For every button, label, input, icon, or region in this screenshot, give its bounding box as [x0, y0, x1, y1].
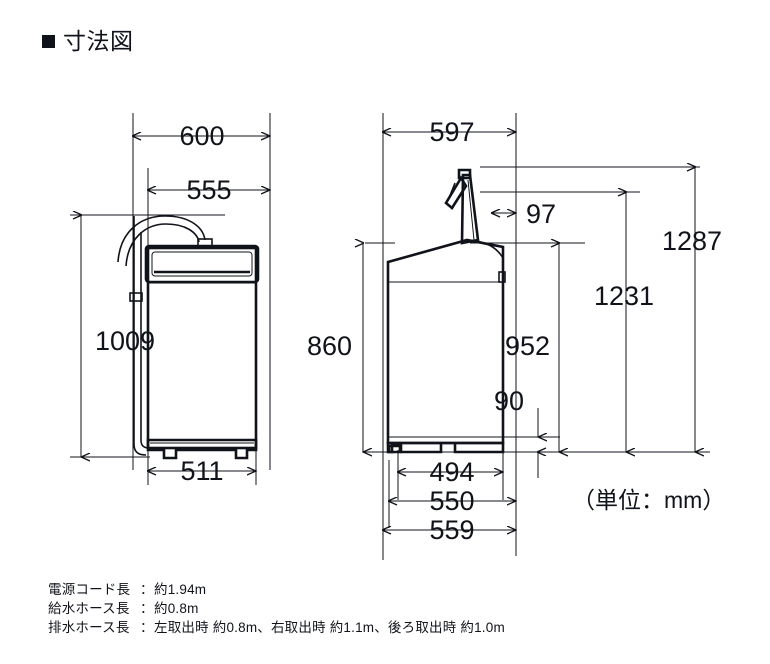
side-rear-hinge-block: [498, 271, 506, 283]
drain-hose-clip: [129, 292, 143, 302]
side-dim-label-1287: 1287: [662, 226, 722, 256]
note-label: 給水ホース長: [48, 601, 130, 616]
note-value: 約0.8m: [154, 601, 199, 616]
front-cabinet-body: [146, 246, 258, 450]
page-title-label: 寸法図: [63, 28, 134, 54]
drain-hose-outer: [133, 216, 147, 456]
front-dim-label-555: 555: [186, 175, 231, 205]
side-dim-label-97: 97: [526, 199, 556, 229]
notes-block: 電源コード長 ： 約1.94m 給水ホース長 ： 約0.8m 排水ホース長 ： …: [48, 580, 505, 637]
side-dim-label-550: 550: [429, 486, 474, 516]
front-lid: [144, 244, 260, 284]
unit-note-label: （単位：mm）: [572, 487, 725, 513]
note-row: 給水ホース長 ： 約0.8m: [48, 599, 505, 618]
note-row: 排水ホース長 ： 左取出時 約0.8m、右取出時 約1.1m、後ろ取出時 約1.…: [48, 618, 505, 637]
page-title: 寸法図: [42, 30, 134, 53]
note-separator: ：: [140, 601, 154, 616]
side-lid-handle: [457, 168, 472, 180]
water-supply-hose: [117, 215, 206, 263]
front-lid-inner: [151, 251, 253, 277]
side-base-feet: [386, 441, 505, 454]
side-dim-label-597: 597: [429, 117, 474, 147]
side-open-lid-panel: [460, 173, 480, 245]
side-dim-label-90: 90: [494, 386, 524, 416]
front-dim-label-511: 511: [180, 456, 223, 486]
side-lid-handle-detail: [448, 182, 456, 199]
front-dim-label-600: 600: [179, 121, 224, 151]
water-supply-hose-inner: [125, 223, 200, 267]
side-dim-label-559: 559: [429, 515, 474, 545]
side-open-lid-seam: [467, 179, 475, 241]
note-label: 電源コード長: [48, 582, 131, 597]
side-cabinet-body: [386, 238, 505, 445]
note-separator: ：: [140, 620, 154, 635]
front-view-group: 600 555 1009 511: [70, 113, 270, 486]
side-view-group: 597 97 1287 1231 952 860 90 494: [307, 113, 722, 560]
square-bullet-icon: [42, 35, 55, 48]
side-dim-label-1231: 1231: [594, 281, 654, 311]
note-value: 左取出時 約0.8m、右取出時 約1.1m、後ろ取出時 約1.0m: [154, 620, 505, 635]
side-dim-label-952: 952: [505, 331, 550, 361]
note-value: 約1.94m: [154, 582, 207, 597]
side-dim-label-860: 860: [307, 331, 352, 361]
front-dim-label-1009: 1009: [95, 326, 155, 356]
front-base-feet: [146, 438, 258, 460]
note-separator: ：: [140, 582, 154, 597]
note-label: 排水ホース長: [48, 620, 130, 635]
side-adjustable-foot: [387, 444, 402, 454]
note-row: 電源コード長 ： 約1.94m: [48, 580, 505, 599]
side-dim-label-494: 494: [429, 457, 474, 487]
